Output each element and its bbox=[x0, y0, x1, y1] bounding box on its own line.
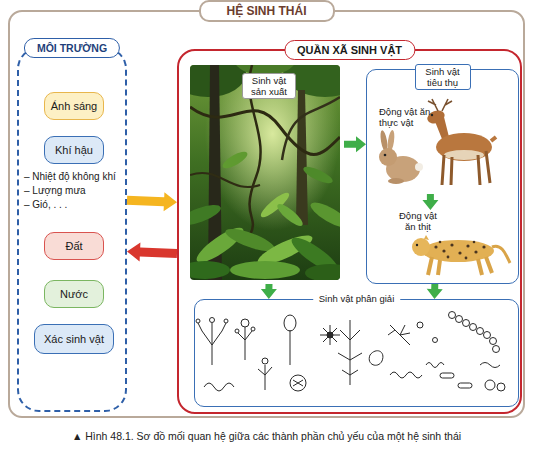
node-label: Đất bbox=[65, 240, 82, 252]
decomposer-drawing bbox=[196, 312, 505, 392]
node-label: Sinh vật phân giải bbox=[313, 293, 401, 305]
flow-arrow bbox=[422, 194, 438, 210]
producer-photo-box: Sinh vật sản xuất bbox=[194, 69, 344, 284]
environment-factor-box: Nước bbox=[44, 280, 104, 308]
node-label: MÔI TRƯỜNG bbox=[24, 38, 120, 58]
node-label: Xác sinh vật bbox=[44, 333, 104, 345]
node-label: Sinh vật sản xuất bbox=[242, 73, 296, 99]
environment-factor-box: Xác sinh vật bbox=[34, 324, 114, 354]
node-label: Sinh vật tiêu thụ bbox=[415, 64, 471, 90]
carnivore-group: Động vật ăn thịt bbox=[371, 210, 516, 282]
community-box: QUẦN XÃ SINH VẬTSinh vật sản xuấtSinh vậ… bbox=[177, 49, 522, 414]
flow-arrow bbox=[344, 136, 366, 152]
node-label: Động vật ăn thịt bbox=[393, 210, 443, 232]
consumer-box: Sinh vật tiêu thụĐộng vật ăn thực vậtĐộn… bbox=[366, 69, 519, 284]
herbivore-group: Động vật ăn thực vật bbox=[371, 102, 516, 194]
ecosystem-frame: HỆ SINH THÁIMÔI TRƯỜNGÁnh sángKhí hậuĐất… bbox=[8, 10, 525, 418]
flow-arrow bbox=[427, 284, 443, 299]
environment-factor-box: Khí hậu bbox=[44, 136, 104, 164]
list-item-label: – Gió, . . . bbox=[24, 199, 67, 211]
node-label: Ánh sáng bbox=[51, 100, 97, 112]
figure-caption: ▲ Hình 48.1. Sơ đồ mối quan hệ giữa các … bbox=[0, 429, 533, 443]
node-label: HỆ SINH THÁI bbox=[198, 0, 334, 22]
carnivore-drawing bbox=[412, 235, 510, 275]
forest-photo bbox=[190, 65, 340, 280]
list-item-label: – Nhiệt độ không khí bbox=[24, 171, 116, 183]
decomposer-box: Sinh vật phân giải bbox=[194, 299, 519, 407]
environment-factor-box: Đất bbox=[44, 232, 104, 260]
node-label: Nước bbox=[60, 288, 88, 300]
flow-arrow bbox=[127, 242, 177, 261]
node-label: Động vật ăn thực vật bbox=[379, 106, 437, 128]
flow-arrow bbox=[127, 192, 177, 211]
environment-factor-box: Ánh sáng bbox=[44, 92, 104, 120]
flow-arrow bbox=[261, 284, 277, 299]
environment-box: MÔI TRƯỜNGÁnh sángKhí hậuĐấtNướcXác sinh… bbox=[17, 47, 127, 412]
node-label: Khí hậu bbox=[55, 144, 93, 156]
herbivore-drawing bbox=[379, 99, 496, 185]
node-label: QUẦN XÃ SINH VẬT bbox=[284, 40, 415, 60]
list-item-label: – Lượng mưa bbox=[24, 185, 86, 197]
